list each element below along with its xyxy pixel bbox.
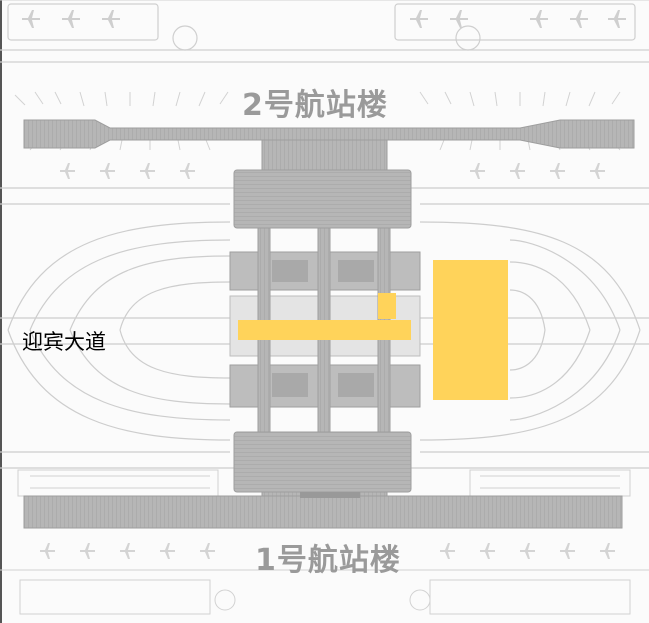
t1-pier (23, 495, 623, 529)
road-label-yingbin-avenue: 迎宾大道 (22, 330, 106, 354)
highlight-road-bar (238, 320, 411, 340)
top-aircraft-icons (22, 10, 626, 28)
top-stand-row (0, 3, 649, 63)
t1-aircraft-icons (40, 543, 615, 559)
t2-aircraft-icons (60, 163, 605, 179)
t2-pier (23, 119, 635, 149)
t2-connector (261, 139, 388, 171)
terminal-1-label: 1号航站楼 (255, 543, 401, 578)
highlight-small-block (378, 293, 396, 319)
highlight-large-block (433, 260, 508, 400)
t1-main-hall (233, 431, 412, 493)
road-network (0, 187, 649, 469)
terminal-2-label: 2号航站楼 (242, 88, 388, 123)
t2-main-hall (233, 169, 412, 229)
bottom-parking-lots (17, 469, 631, 497)
